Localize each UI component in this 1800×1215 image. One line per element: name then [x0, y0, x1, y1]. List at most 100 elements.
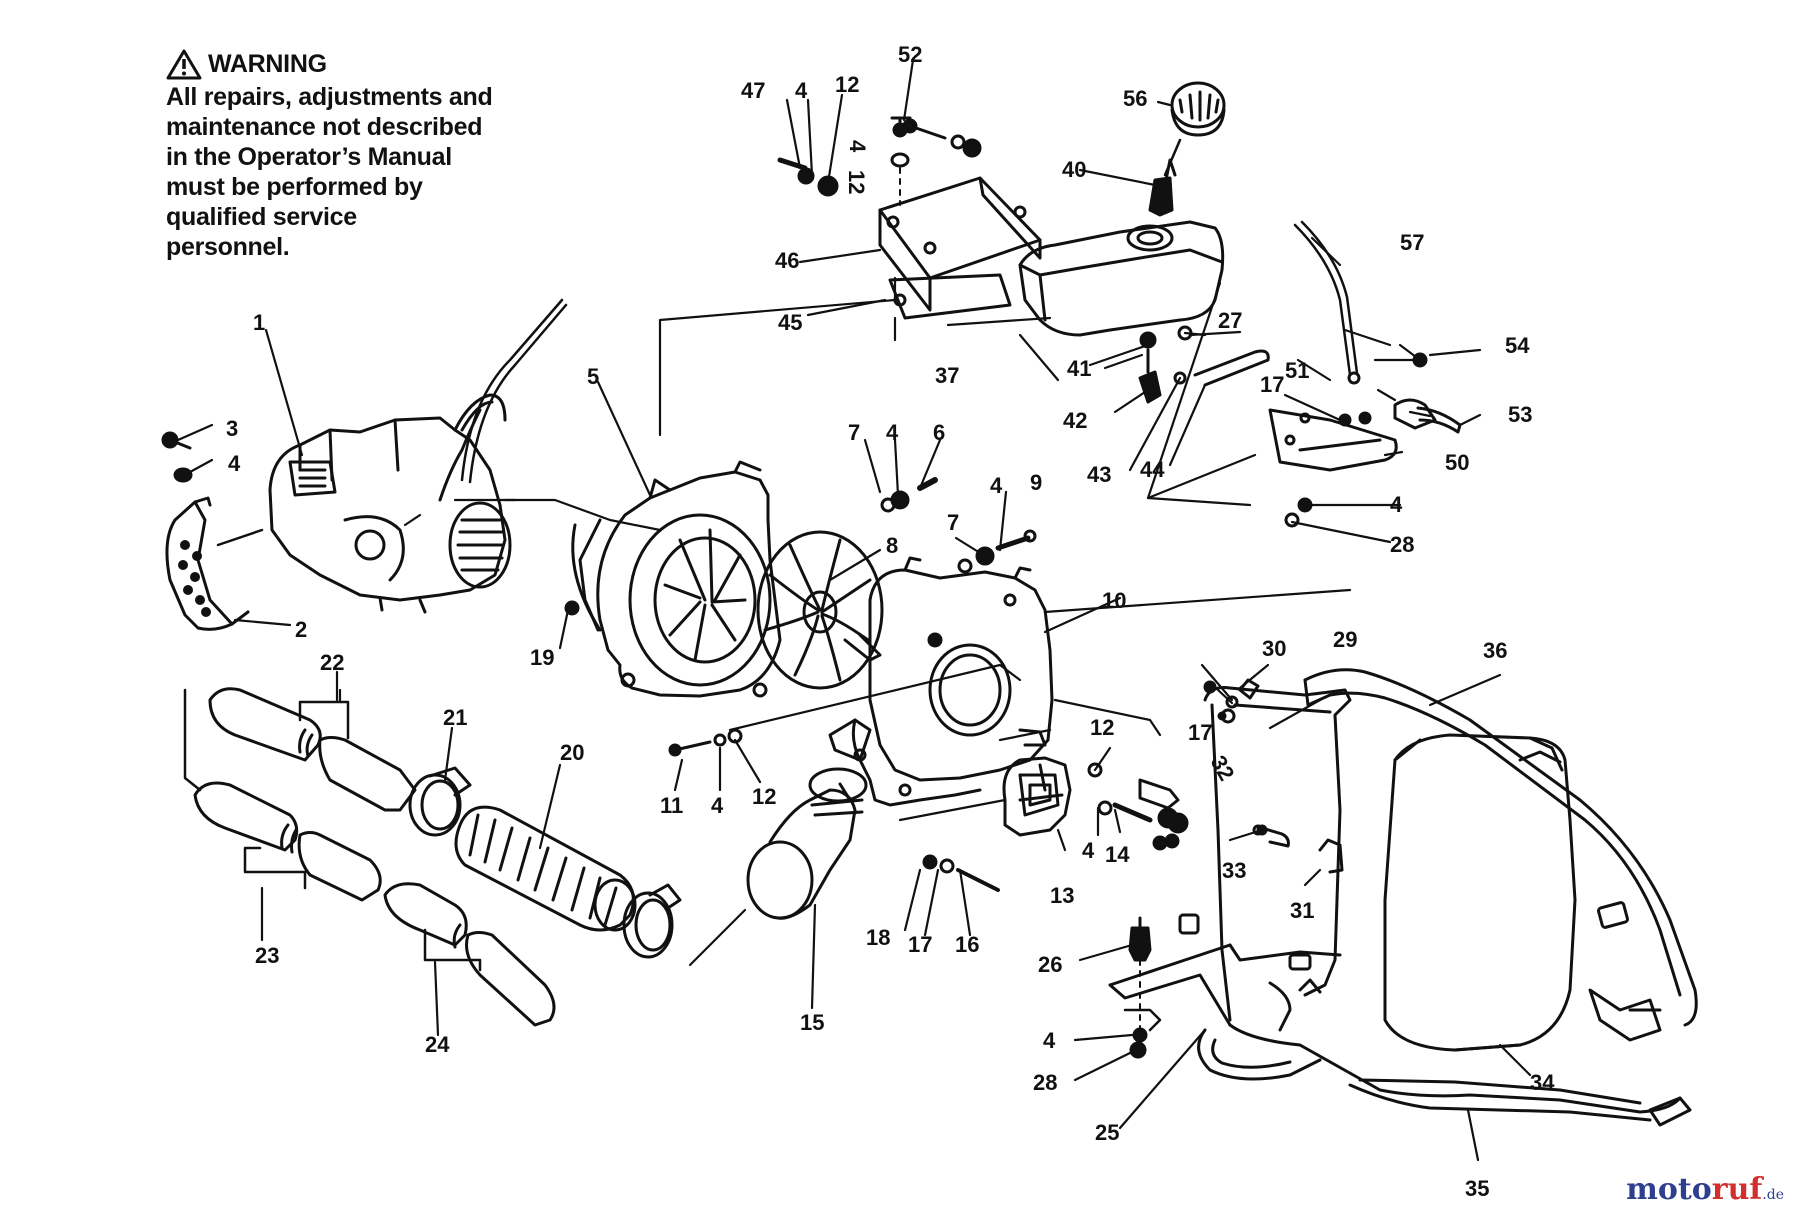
- label-4h: 4: [1043, 1028, 1056, 1053]
- back-pad-part: [1383, 733, 1577, 1052]
- label-12a: 12: [752, 784, 776, 809]
- leader-lines: [176, 58, 1532, 1162]
- waist-belt-part: [1228, 1023, 1692, 1127]
- fuel-line-part: [1173, 349, 1270, 387]
- label-54: 54: [1505, 333, 1530, 358]
- rubber-mount-part: [1123, 916, 1162, 1059]
- label-3: 3: [226, 416, 238, 441]
- label-31: 31: [1290, 898, 1314, 923]
- label-17a: 17: [908, 932, 932, 957]
- label-19: 19: [530, 645, 554, 670]
- label-51: 51: [1285, 358, 1309, 383]
- label-13: 13: [1050, 883, 1074, 908]
- label-21: 21: [443, 705, 467, 730]
- watermark-part-b: ruf: [1711, 1172, 1763, 1207]
- warning-line: All repairs, adjustments and: [166, 83, 493, 111]
- label-53: 53: [1508, 402, 1532, 427]
- label-46: 46: [775, 248, 799, 273]
- label-27: 27: [1218, 308, 1242, 333]
- label-56: 56: [1123, 86, 1147, 111]
- label-10: 10: [1102, 588, 1126, 613]
- label-45: 45: [778, 310, 802, 335]
- label-32: 32: [1206, 751, 1240, 785]
- tube-22: [208, 687, 417, 812]
- label-1: 1: [253, 310, 265, 335]
- label-4e: 4: [711, 793, 724, 818]
- cover-part: [1002, 756, 1072, 837]
- label-11: 11: [660, 793, 683, 818]
- label-15: 15: [800, 1010, 824, 1035]
- watermark-part-c: .de: [1762, 1187, 1784, 1203]
- throttle-cable-part: [1293, 220, 1361, 385]
- elbow-part: [746, 767, 868, 920]
- warning-icon: [166, 49, 202, 80]
- label-33: 33: [1222, 858, 1246, 883]
- assembly-lines: [403, 276, 1352, 967]
- tube-23: [193, 781, 382, 902]
- label-6: 6: [933, 420, 945, 445]
- label-20: 20: [560, 740, 584, 765]
- label-47: 47: [741, 78, 765, 103]
- label-28a: 28: [1033, 1070, 1057, 1095]
- label-12b: 12: [835, 72, 859, 97]
- label-43: 43: [1087, 462, 1111, 487]
- label-57: 57: [1400, 230, 1424, 255]
- warning-line: in the Operator’s Manual: [166, 143, 452, 171]
- label-42: 42: [1063, 408, 1087, 433]
- label-5: 5: [587, 364, 599, 389]
- shoulder-strap-part: [1303, 668, 1698, 1042]
- clamp-20: [622, 883, 682, 959]
- label-18: 18: [866, 925, 890, 950]
- filler-neck-part: [1148, 158, 1177, 217]
- label-7b: 7: [947, 510, 959, 535]
- label-22: 22: [320, 650, 344, 675]
- part-number-labels: 1 2 3 4 5 6 7 8 9 10 11 12 13 14 15 16 1…: [226, 42, 1555, 1201]
- tank-bracket-part: [878, 176, 1042, 320]
- label-8: 8: [886, 533, 898, 558]
- label-52: 52: [898, 42, 922, 67]
- label-7a: 7: [848, 420, 860, 445]
- label-17c: 17: [1260, 372, 1284, 397]
- label-36: 36: [1483, 638, 1507, 663]
- label-4d: 4: [990, 473, 1003, 498]
- label-26: 26: [1038, 952, 1062, 977]
- label-34: 34: [1530, 1070, 1555, 1095]
- label-50: 50: [1445, 450, 1469, 475]
- label-14: 14: [1105, 842, 1130, 867]
- warning-body: All repairs, adjustments and maintenance…: [166, 82, 546, 262]
- label-44: 44: [1140, 457, 1165, 482]
- warning-line: qualified service: [166, 203, 357, 231]
- warning-title: WARNING: [208, 50, 327, 78]
- label-29: 29: [1333, 627, 1357, 652]
- fuel-cap-part: [1170, 81, 1226, 137]
- label-12d: 12: [844, 170, 869, 194]
- label-2: 2: [295, 617, 307, 642]
- warning-line: must be performed by: [166, 173, 423, 201]
- label-24: 24: [425, 1032, 450, 1057]
- watermark-logo: motoruf.de: [1626, 1172, 1784, 1207]
- fan-hardware: [564, 477, 1264, 892]
- label-23: 23: [255, 943, 279, 968]
- label-12c: 12: [1090, 715, 1114, 740]
- label-37: 37: [935, 363, 959, 388]
- label-30: 30: [1262, 636, 1286, 661]
- label-16: 16: [955, 932, 979, 957]
- engine-part: [268, 298, 568, 614]
- label-17b: 17: [1188, 720, 1212, 745]
- watermark-part-a: moto: [1626, 1172, 1712, 1207]
- label-35: 35: [1465, 1176, 1489, 1201]
- impeller-part: [756, 530, 884, 690]
- label-4f: 4: [1082, 838, 1095, 863]
- fan-housing-part: [571, 460, 782, 698]
- blower-housing-part: [828, 556, 1054, 807]
- label-9: 9: [1030, 470, 1042, 495]
- label-4b: 4: [795, 78, 808, 103]
- label-41: 41: [1067, 356, 1091, 381]
- label-4c: 4: [886, 420, 899, 445]
- warning-line: maintenance not described: [166, 113, 483, 141]
- label-4a: 4: [228, 451, 241, 476]
- clamp-21: [408, 766, 472, 837]
- tube-24: [383, 882, 556, 1027]
